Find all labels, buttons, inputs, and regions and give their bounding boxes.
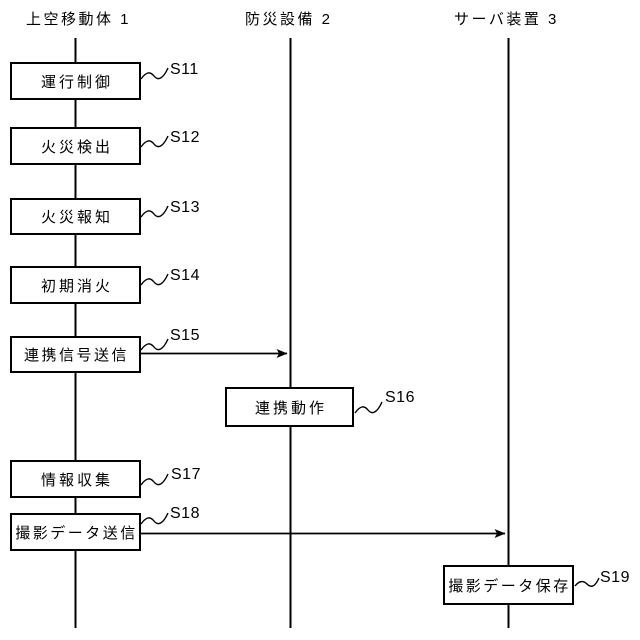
- squiggle-s14: [140, 273, 169, 286]
- process-box-s12: 火災検出: [10, 127, 141, 165]
- process-box-s18: 撮影データ送信: [10, 513, 141, 551]
- squiggle-s17: [140, 473, 169, 486]
- step-id-s18: S18: [170, 505, 200, 522]
- squiggle-s19: [574, 577, 600, 587]
- step-id-s16: S16: [385, 389, 415, 406]
- lane-header-aerial-vehicle: 上空移動体 1: [26, 11, 132, 28]
- process-box-s11: 運行制御: [10, 62, 141, 100]
- step-id-s19: S19: [600, 569, 630, 586]
- step-id-s14: S14: [170, 267, 200, 284]
- squiggle-s11: [140, 67, 169, 80]
- step-id-s15: S15: [170, 327, 200, 344]
- process-box-s17: 情報収集: [10, 460, 141, 498]
- step-id-s17: S17: [171, 466, 201, 483]
- lane-header-server-device: サーバ装置 3: [454, 11, 559, 28]
- squiggle-s13: [140, 205, 169, 218]
- process-box-s15: 連携信号送信: [10, 336, 141, 373]
- step-id-s11: S11: [170, 61, 199, 78]
- process-box-s14: 初期消火: [10, 266, 141, 304]
- squiggle-s16: [354, 401, 383, 414]
- process-box-s13: 火災報知: [10, 198, 141, 235]
- step-id-s12: S12: [170, 129, 200, 146]
- squiggle-s18: [140, 512, 169, 525]
- squiggle-s15: [140, 338, 169, 351]
- process-box-s19: 撮影データ保存: [443, 565, 574, 605]
- process-box-s16: 連携動作: [225, 387, 354, 427]
- lane-header-disaster-equipment: 防災設備 2: [245, 11, 333, 28]
- step-id-s13: S13: [170, 199, 200, 216]
- squiggle-s12: [140, 135, 169, 148]
